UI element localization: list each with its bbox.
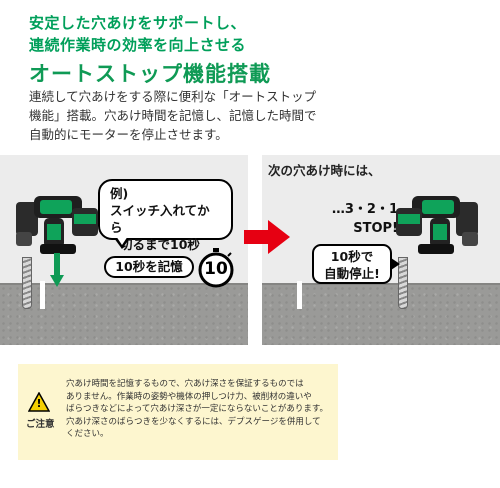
subtitle-line-1: 安定した穴あけをサポートし、 [29,14,247,32]
stop-box-line-1: 10秒で [330,249,374,264]
drilled-hole [40,281,45,309]
warning-mark: ! [36,397,42,410]
caution-line-5: ください。 [66,429,109,439]
example-speech-bubble: 例) スイッチ入れてから 切るまで10秒 [98,179,233,252]
stop-box-line-2: 自動停止! [324,266,380,281]
caution-line-1: 穴あけ時間を記憶するもので、穴あけ深さを保証するものでは [66,379,304,389]
right-arrow-icon [244,220,290,254]
down-arrow-icon [50,253,64,287]
bubble-line-1: 例) [110,186,129,201]
feature-description: 連続して穴あけをする際に便利な「オートストップ 機能」搭載。穴あけ時間を記憶し、… [29,87,479,144]
caution-line-4: 穴あけ深さのばらつきを少なくするには、デプスゲージを併用して [66,416,321,427]
countdown-text: …3・2・1 STOP! [302,200,398,238]
caution-label: ご注意 [26,419,55,430]
description-line-1: 連続して穴あけをする際に便利な「オートストップ [29,89,317,104]
bubble-line-3: 切るまで10秒 [120,237,200,252]
stopwatch-icon [198,248,234,288]
subtitle-line-2: 連続作業時の効率を向上させる [29,36,247,54]
next-drilling-label: 次の穴あけ時には、 [268,163,381,178]
header: 安定した穴あけをサポートし、 連続作業時の効率を向上させる オートストップ機能搭… [29,12,479,88]
drill-bit [398,257,408,309]
page-title: オートストップ機能搭載 [29,62,271,86]
drill-bit [22,257,32,309]
description-line-3: 自動的にモーターを停止させます。 [29,127,228,142]
caution-line-2: ありません。作業時の姿勢や機体の押しつけ力、被削材の違いや [66,391,312,402]
timer-value: 10 [204,259,228,279]
bubble-tail [114,236,130,249]
concrete-slab [0,283,248,345]
warning-triangle-icon [28,392,50,412]
stop-text: STOP! [353,221,398,236]
bubble-line-2: スイッチ入れてから [110,203,210,235]
drilled-hole [297,281,302,309]
caution-text: 穴あけ時間を記憶するもので、穴あけ深さを保証するものでは ありません。作業時の姿… [66,378,328,441]
auto-stop-box: 10秒で 自動停止! [312,244,400,284]
hammer-drill-icon [16,196,98,254]
caution-line-3: ばらつきなどによって穴あけ深さが一定にならないことがあります。 [66,404,328,414]
memory-label: 10秒を記憶 [104,256,194,278]
caution-note [18,364,338,460]
description-line-2: 機能」搭載。穴あけ時間を記憶し、記憶した時間で [29,108,317,123]
hammer-drill-icon [396,196,478,254]
countdown-numbers: …3・2・1 [331,202,398,217]
